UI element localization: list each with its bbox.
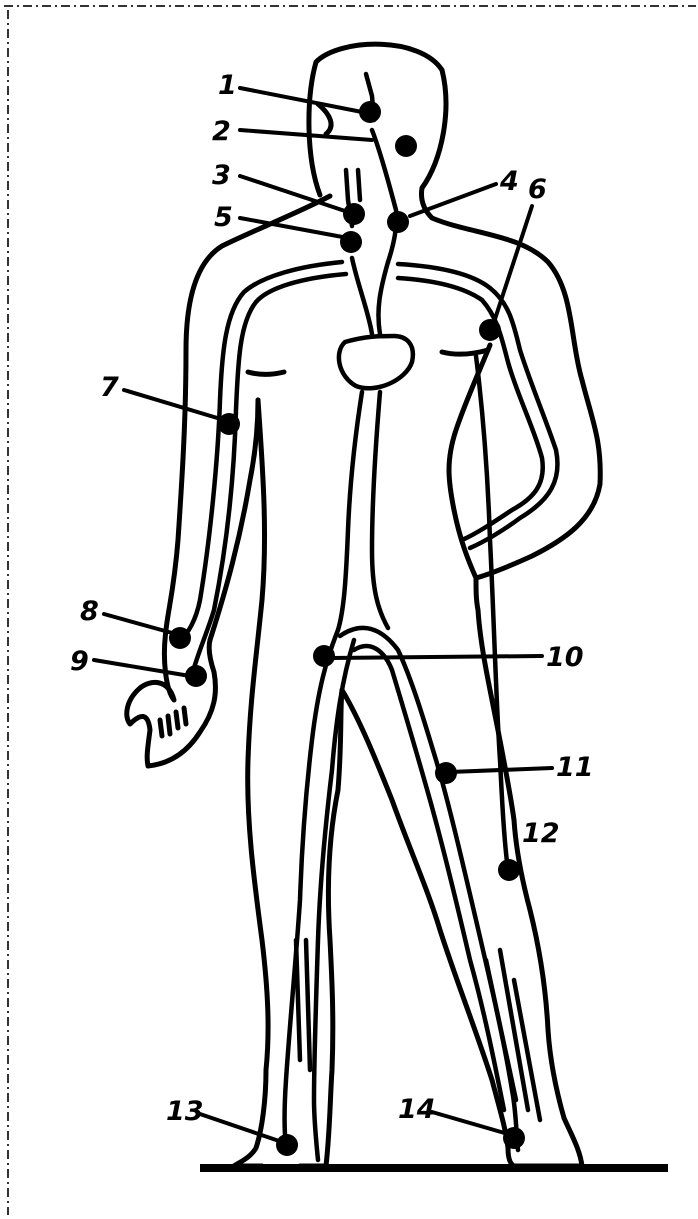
label-9: 9 <box>70 646 89 677</box>
pulse-point-4 <box>387 211 409 233</box>
label-8: 8 <box>80 596 99 627</box>
label-4: 4 <box>499 166 519 197</box>
pulse-point-8 <box>169 627 191 649</box>
label-10: 10 <box>546 642 584 673</box>
pulse-point-12 <box>498 859 520 881</box>
label-3: 3 <box>212 160 231 191</box>
pulse-point-3 <box>343 203 365 225</box>
pulse-point-7 <box>218 413 240 435</box>
label-12: 12 <box>522 818 560 849</box>
leader-lines <box>94 88 552 1142</box>
label-1: 1 <box>218 70 237 101</box>
leader-10 <box>330 656 542 658</box>
leader-3 <box>240 176 348 212</box>
leader-2 <box>240 130 372 140</box>
pulse-point-9 <box>185 665 207 687</box>
label-5: 5 <box>214 202 233 233</box>
leader-9 <box>94 660 190 676</box>
leader-1 <box>240 88 362 112</box>
label-11: 11 <box>556 752 594 783</box>
pulse-point-14 <box>503 1127 525 1149</box>
pulse-points <box>169 101 525 1156</box>
label-7: 7 <box>100 372 119 403</box>
pulse-point-5 <box>340 231 362 253</box>
leader-7 <box>124 390 224 420</box>
leader-6 <box>494 206 532 322</box>
leader-11 <box>450 768 552 772</box>
pulse-point-10 <box>313 645 335 667</box>
label-14: 14 <box>398 1094 436 1125</box>
pulse-point-2 <box>395 135 417 157</box>
label-2: 2 <box>212 116 231 147</box>
pulse-point-1 <box>359 101 381 123</box>
label-6: 6 <box>528 174 547 205</box>
leader-14 <box>432 1112 508 1134</box>
label-13: 13 <box>166 1096 204 1127</box>
pulse-point-13 <box>276 1134 298 1156</box>
pulse-point-6 <box>479 319 501 341</box>
pulse-point-11 <box>435 762 457 784</box>
leader-13 <box>200 1114 282 1142</box>
